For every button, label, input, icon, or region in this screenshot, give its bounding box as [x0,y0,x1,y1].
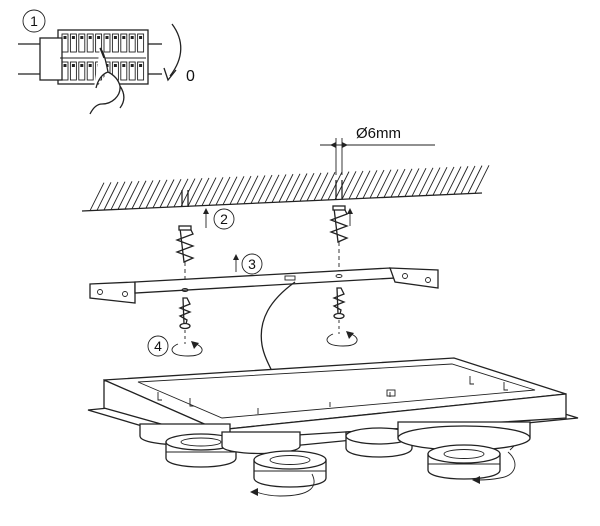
step-4-fix-screws: 4 [147,287,358,357]
drill-hole-right [335,180,343,199]
light-head [345,427,413,458]
step-3-mount-bracket: 3 [89,253,439,413]
wall-plug-left [175,225,195,263]
mounting-bracket [89,267,439,304]
rotate-arrow-icon [326,333,358,347]
hand-icon [89,47,125,115]
drill-diameter-label: Ø6mm [356,125,401,142]
drill-diameter-dimension: Ø6mm [320,125,435,175]
ceiling-light-fixture [87,357,579,497]
rotate-arrow-icon [171,343,203,357]
wall-plug-right [329,205,349,243]
rotate-head-arrow-icon [255,473,315,497]
screw-left [178,297,192,330]
light-head [253,450,327,488]
light-head [165,433,237,468]
step-3-number: 3 [248,256,256,272]
step-1-number: 1 [30,13,38,29]
step-1-power-off: 1 0 [18,9,195,115]
step-4-number: 4 [154,338,162,354]
light-head [221,431,301,455]
switch-off-label: 0 [186,68,195,85]
light-head [427,444,501,480]
breaker-panel [18,29,162,85]
step-2-number: 2 [220,211,228,227]
turn-off-arrow-icon [169,23,182,77]
drill-hole-left [181,190,189,207]
rotate-head-arrow-icon [477,451,516,481]
light-head [397,421,531,451]
ceiling [81,165,490,212]
screw-right [332,287,346,320]
